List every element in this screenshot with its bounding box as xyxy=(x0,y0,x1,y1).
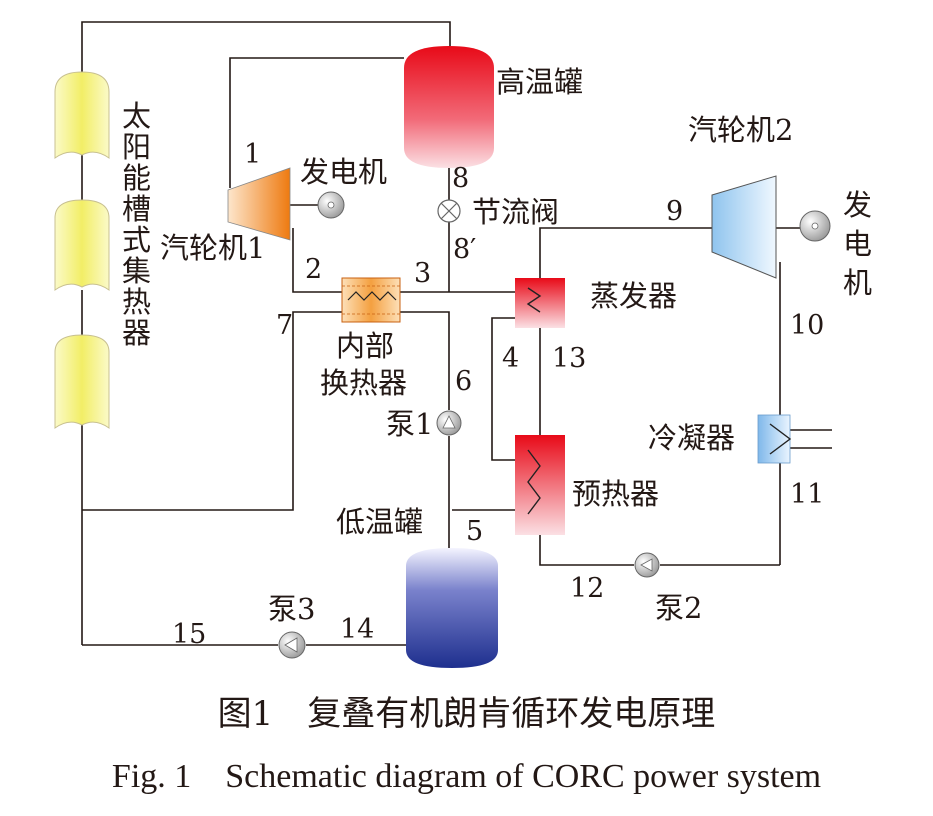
collector-panel-2 xyxy=(54,199,110,291)
label-condenser: 冷凝器 xyxy=(648,421,735,455)
pump-1-icon xyxy=(436,410,462,436)
label-ihx-line-1: 内部 xyxy=(336,329,394,363)
label-pump-2: 泵2 xyxy=(655,591,702,625)
state-point-8: 8 xyxy=(452,163,469,194)
preheater xyxy=(515,435,565,535)
state-point-1: 1 xyxy=(244,139,261,170)
low-temperature-tank xyxy=(406,548,498,668)
label-throttle-valve: 节流阀 xyxy=(472,195,559,229)
label-generator-2-char-1: 发 xyxy=(843,188,872,222)
pump-2-icon xyxy=(634,552,660,578)
label-collector-char-8: 器 xyxy=(122,316,151,350)
label-generator-1: 发电机 xyxy=(300,155,387,189)
label-collector-char-1: 太 xyxy=(122,99,151,133)
internal-heat-exchanger xyxy=(341,277,401,323)
state-point-9: 9 xyxy=(666,196,683,227)
high-temperature-tank xyxy=(404,46,494,168)
label-pump-1: 泵1 xyxy=(386,407,433,441)
label-collector-char-3: 能 xyxy=(122,161,151,195)
label-ihx-line-2: 换热器 xyxy=(320,366,407,400)
label-turbine-1: 汽轮机1 xyxy=(160,231,265,265)
label-pump-3: 泵3 xyxy=(268,592,315,626)
state-point-12: 12 xyxy=(570,573,604,604)
state-point-2: 2 xyxy=(305,254,322,285)
state-point-4: 4 xyxy=(502,343,519,374)
label-generator-2-char-2: 电 xyxy=(843,227,872,261)
throttle-valve-icon xyxy=(437,199,461,223)
label-turbine-2: 汽轮机2 xyxy=(688,113,793,147)
evaporator xyxy=(515,278,565,328)
collector-panel-1 xyxy=(54,71,110,159)
state-point-5: 5 xyxy=(466,516,483,547)
label-collector-char-7: 热 xyxy=(122,285,151,319)
turbine-1 xyxy=(227,167,291,241)
label-collector-char-2: 阳 xyxy=(122,130,151,164)
state-point-3: 3 xyxy=(414,258,431,289)
generator-1-icon xyxy=(317,191,345,219)
solar-collectors xyxy=(54,71,110,429)
figure-caption-chinese: 图1 复叠有机朗肯循环发电原理 xyxy=(217,694,716,734)
state-point-13: 13 xyxy=(552,343,586,374)
generator-2-icon xyxy=(799,210,831,242)
collector-panel-3 xyxy=(54,334,110,429)
state-point-7: 7 xyxy=(276,310,293,341)
pump-3-icon xyxy=(278,631,306,659)
label-low-tank: 低温罐 xyxy=(336,505,423,539)
label-collector-char-4: 槽 xyxy=(122,192,151,226)
state-point-10: 10 xyxy=(790,310,824,341)
label-collector: 太 阳 能 槽 式 集 热 器 xyxy=(122,99,151,350)
label-preheater: 预热器 xyxy=(572,477,659,511)
label-collector-char-6: 集 xyxy=(122,254,151,288)
state-point-14: 14 xyxy=(340,614,374,645)
state-point-6: 6 xyxy=(455,366,472,397)
label-evaporator: 蒸发器 xyxy=(590,279,677,313)
condenser xyxy=(757,414,792,464)
figure-caption-english: Fig. 1 Schematic diagram of CORC power s… xyxy=(111,758,822,795)
turbine-2 xyxy=(711,175,777,279)
pipes xyxy=(81,21,832,646)
label-high-tank: 高温罐 xyxy=(496,65,583,99)
state-point-8-prime: 8′ xyxy=(453,234,476,265)
label-collector-char-5: 式 xyxy=(122,223,151,257)
label-generator-2-char-3: 机 xyxy=(843,266,872,300)
state-point-11: 11 xyxy=(790,479,824,510)
state-point-15: 15 xyxy=(172,619,206,650)
